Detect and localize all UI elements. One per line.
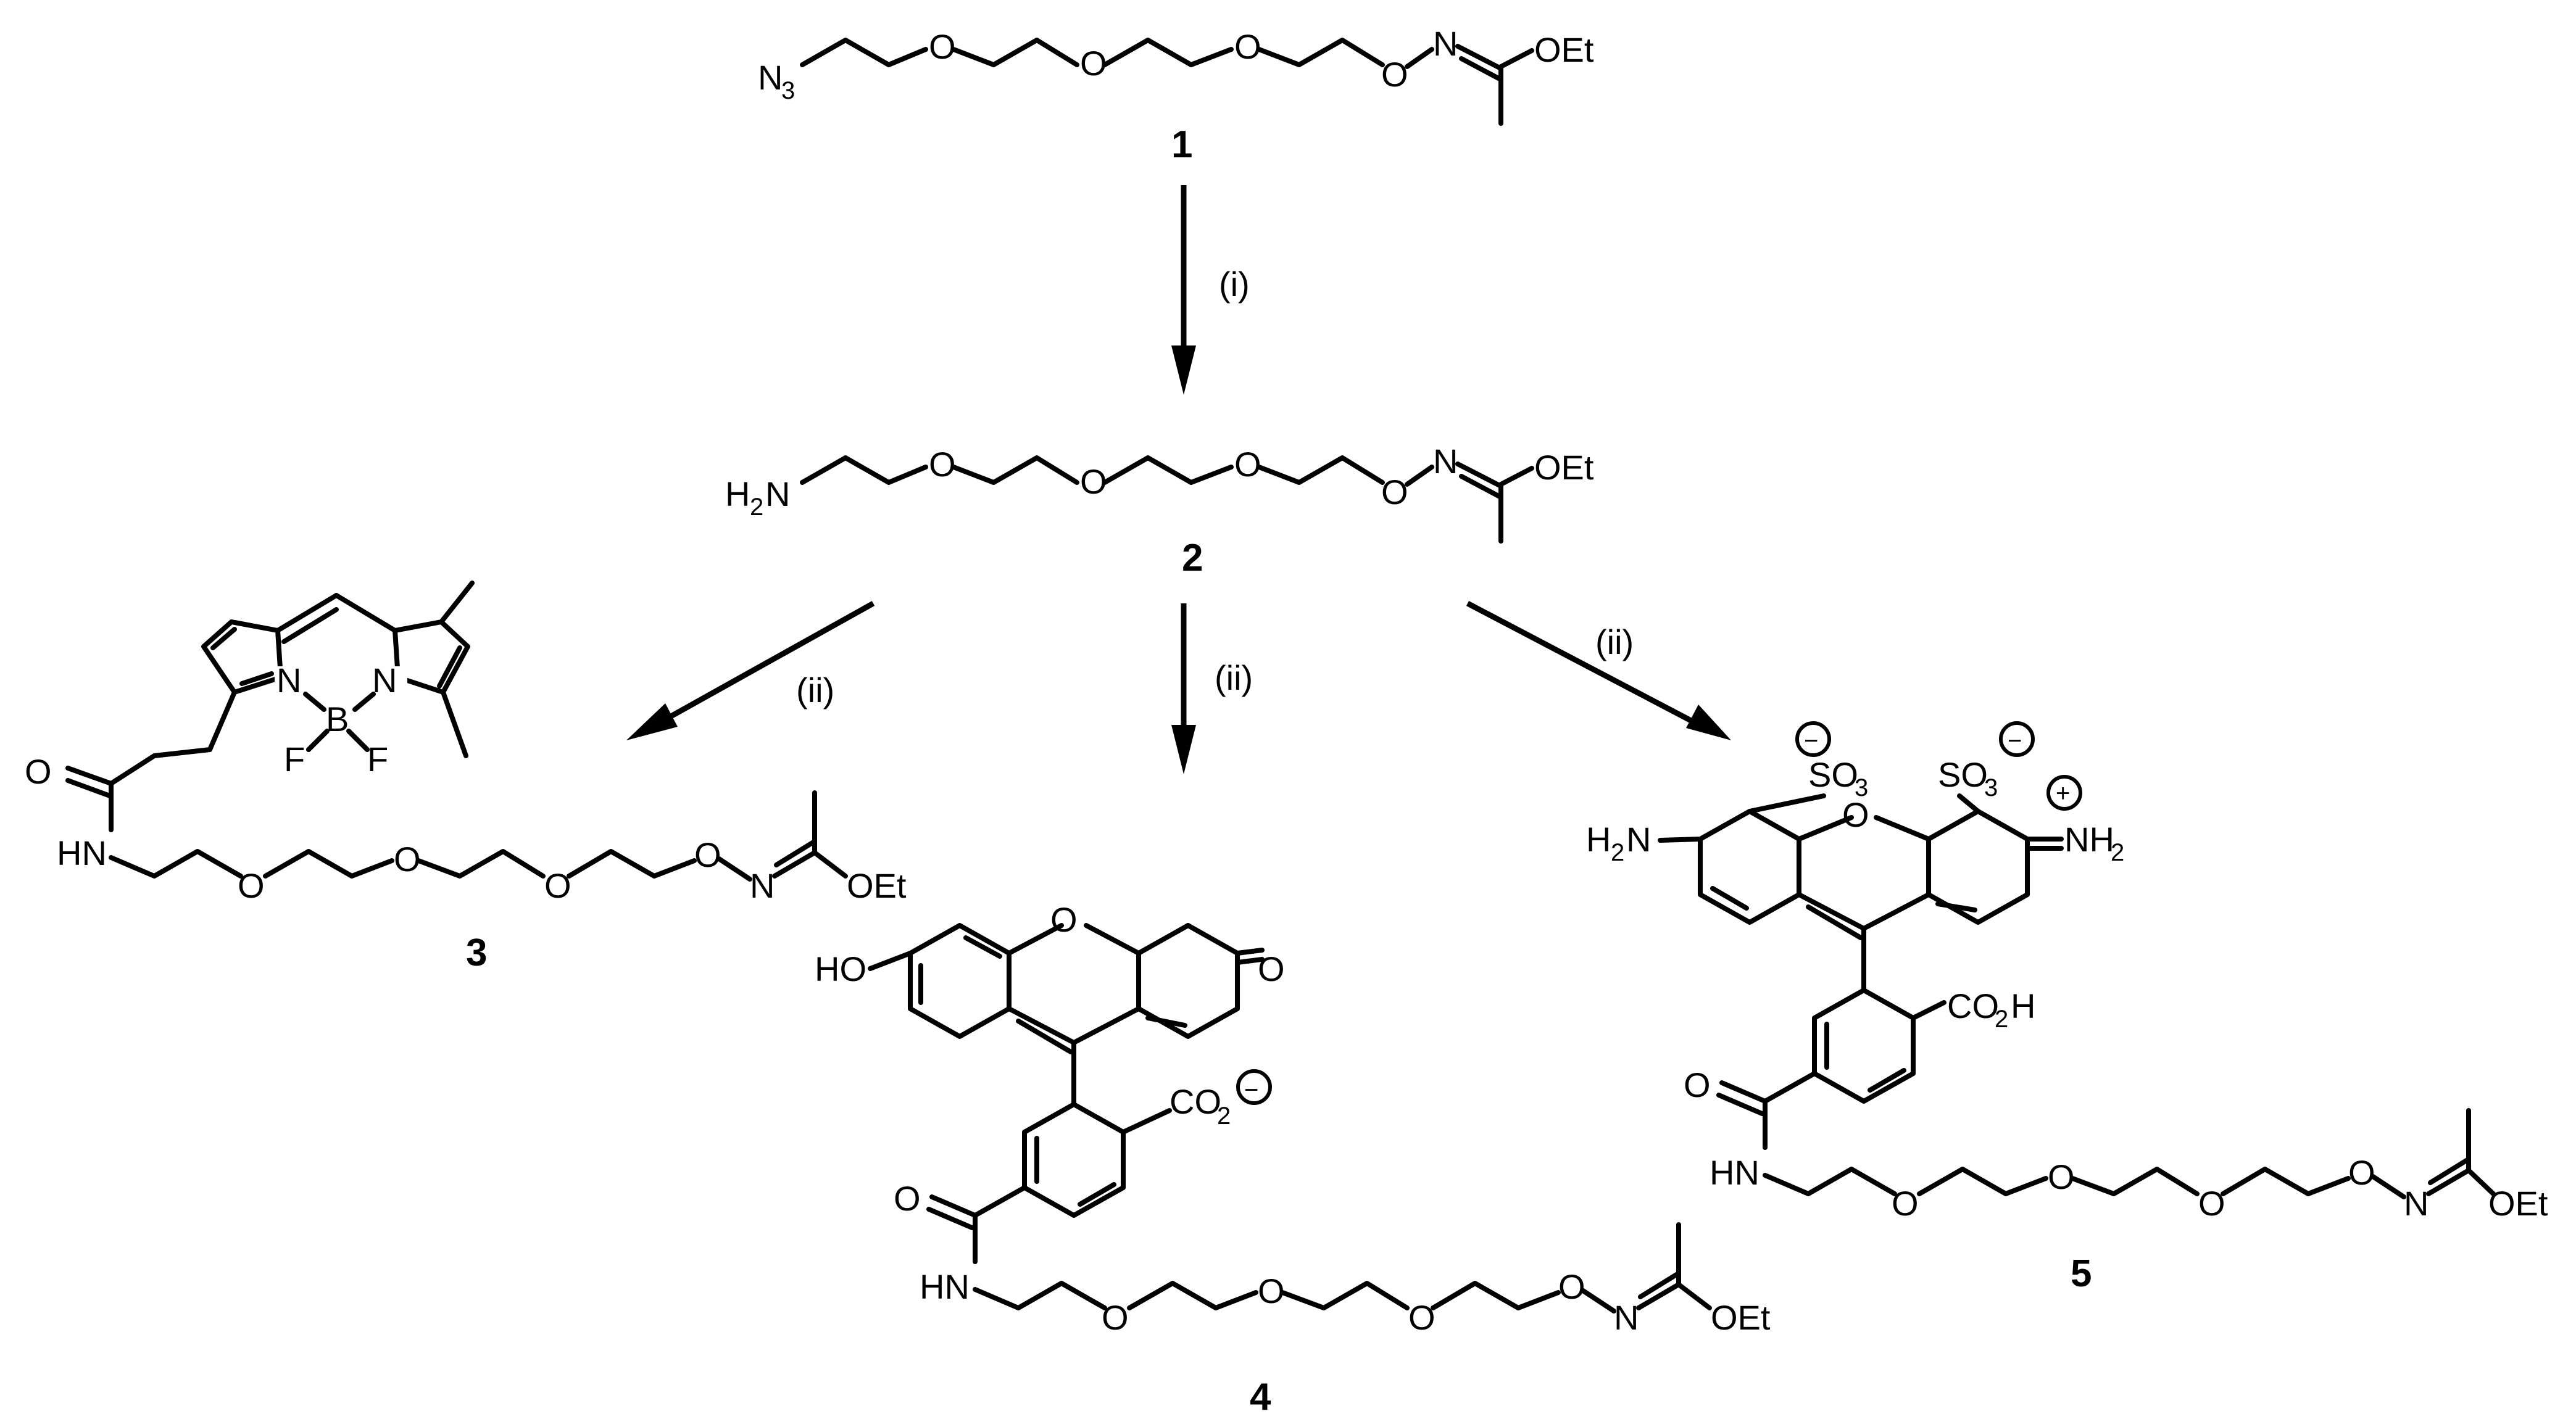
compound-4-structure: HO O O CO 2 − O HN [815, 900, 1771, 1337]
imine-nitrogen: N [750, 866, 775, 905]
ether-oxygen: O [1892, 1184, 1919, 1223]
reaction-arrow-ii-left [626, 601, 875, 740]
carbonyl-oxygen: O [894, 1179, 921, 1218]
compound-number-1: 1 [1171, 123, 1192, 166]
carboxylic-acid-subscript: 2 [1995, 1006, 2008, 1033]
ether-oxygen: O [2048, 1157, 2075, 1196]
sulfonate-subscript: 3 [1984, 774, 1998, 801]
imine-nitrogen: N [1614, 1298, 1639, 1337]
azide-subscript: 3 [781, 77, 795, 104]
carboxylate-subscript: 2 [1217, 1102, 1231, 1130]
ether-oxygen: O [929, 445, 956, 484]
oxime-oxygen: O [1558, 1267, 1585, 1306]
boron-atom: B [326, 700, 349, 738]
carboxylic-acid-group: CO [1947, 986, 1999, 1025]
amide-nh: HN [920, 1267, 970, 1306]
compound-2-structure: H 2 N O O O O N OEt [725, 442, 1594, 544]
ether-oxygen: O [238, 866, 265, 905]
ethoxy-label: OEt [2488, 1184, 2548, 1223]
negative-charge: − [1244, 1077, 1258, 1104]
oxime-oxygen: O [2348, 1153, 2375, 1192]
bodipy-nitrogen: N [372, 661, 397, 700]
negative-charge: − [2008, 727, 2022, 755]
ether-oxygen: O [1080, 44, 1107, 83]
sulfonate-group: SO [1938, 755, 1988, 794]
oxime-oxygen: O [694, 835, 721, 874]
amine-hydrogen: H [725, 474, 750, 513]
carbonyl-oxygen: O [25, 752, 52, 791]
ether-oxygen: O [394, 840, 421, 879]
azide-label: N [758, 58, 783, 97]
compound-number-4: 4 [1250, 1376, 1271, 1418]
compound-number-5: 5 [2071, 1252, 2092, 1295]
reaction-arrow-ii-center [1171, 603, 1196, 774]
ether-oxygen: O [1102, 1298, 1129, 1337]
reagent-label-ii-right: (ii) [1595, 623, 1634, 661]
ether-oxygen: O [1234, 27, 1261, 66]
compound-number-2: 2 [1182, 537, 1203, 579]
bodipy-nitrogen: N [276, 661, 301, 700]
fluorine-atom: F [367, 740, 388, 779]
phenol-hydroxyl: HO [815, 949, 866, 988]
oxime-oxygen: O [1381, 55, 1408, 94]
reagent-label-ii-center: (ii) [1215, 658, 1253, 697]
reaction-arrow-i [1171, 185, 1196, 395]
amine-nitrogen: N [765, 474, 790, 513]
iminium-group: NH [2064, 820, 2114, 859]
quinone-oxygen: O [1258, 949, 1285, 988]
ether-oxygen: O [1408, 1298, 1435, 1337]
fluorine-atom: F [284, 740, 305, 779]
amide-nh: HN [1710, 1153, 1760, 1192]
iminium-subscript: 2 [2111, 839, 2124, 866]
xanthene-oxygen: O [1842, 795, 1869, 834]
reagent-label-i: (i) [1219, 265, 1250, 304]
reaction-arrow-ii-right [1466, 601, 1731, 740]
amine-subscript: 2 [1611, 839, 1624, 866]
sulfonate-group: SO [1808, 755, 1858, 794]
imine-nitrogen: N [1433, 442, 1458, 481]
compound-1-structure: N 3 O O O O N OEt [758, 24, 1594, 126]
ether-oxygen: O [2198, 1184, 2225, 1223]
amine-subscript: 2 [750, 494, 763, 521]
imine-nitrogen: N [2404, 1184, 2429, 1223]
xanthene-oxygen: O [1050, 900, 1078, 939]
ethoxy-label: OEt [1534, 448, 1594, 487]
ether-oxygen: O [1258, 1272, 1285, 1310]
amine-hydrogen: H [1586, 820, 1611, 859]
ethoxy-label: OEt [1711, 1298, 1771, 1337]
ethoxy-label: OEt [1534, 30, 1594, 69]
negative-charge: − [1804, 727, 1818, 755]
carboxylate-group: CO [1170, 1082, 1221, 1121]
ethoxy-label: OEt [847, 866, 907, 905]
compound-number-3: 3 [466, 932, 487, 974]
ether-oxygen: O [929, 27, 956, 66]
imine-nitrogen: N [1433, 24, 1458, 63]
ether-oxygen: O [1234, 445, 1261, 484]
amide-nh: HN [57, 833, 107, 872]
ether-oxygen: O [544, 866, 571, 905]
carbonyl-oxygen: O [1684, 1065, 1711, 1104]
compound-3-structure: N N B F F O HN O O O O N OEt [25, 581, 907, 905]
amine-nitrogen: N [1626, 820, 1651, 859]
sulfonate-subscript: 3 [1855, 774, 1868, 801]
reagent-label-ii-left: (ii) [796, 671, 834, 709]
positive-charge: + [2056, 780, 2070, 807]
oxime-oxygen: O [1381, 473, 1408, 511]
compound-5-structure: SO 3 − SO 3 − H 2 N O NH 2 + [1586, 721, 2548, 1223]
carboxylic-acid-hydrogen: H [2011, 986, 2035, 1025]
